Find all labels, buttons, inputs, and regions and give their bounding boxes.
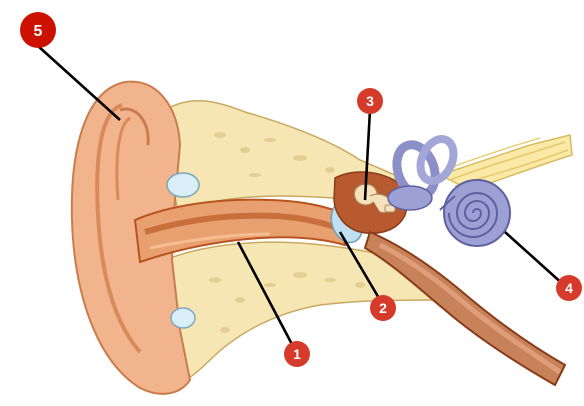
leader-line-5 — [38, 46, 120, 120]
cochlea — [440, 180, 510, 246]
callout-1-label: 1 — [293, 346, 301, 362]
callout-2-label: 2 — [379, 300, 387, 316]
callout-4: 4 — [556, 275, 582, 301]
callout-3: 3 — [357, 88, 383, 114]
callout-5: 5 — [20, 12, 56, 48]
leader-line-4 — [505, 232, 565, 286]
callout-1: 1 — [284, 341, 310, 367]
callout-5-label: 5 — [34, 23, 43, 40]
callout-4-label: 4 — [565, 280, 573, 296]
callout-3-label: 3 — [366, 93, 374, 109]
callout-2: 2 — [370, 295, 396, 321]
auditory-nerve — [440, 135, 572, 190]
